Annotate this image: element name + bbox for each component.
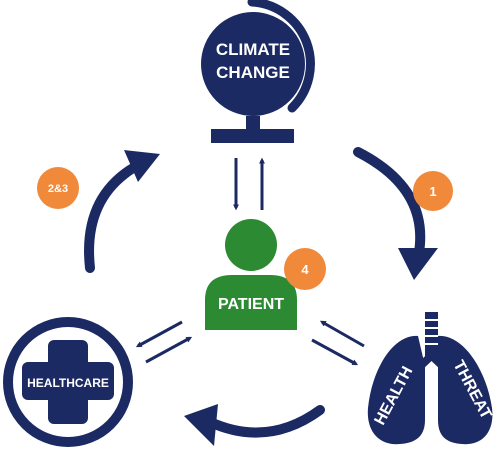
- badge-1-label: 1: [429, 184, 436, 199]
- arrow-to-patient-left: [145, 336, 193, 364]
- badge-4: 4: [284, 248, 326, 290]
- climate-patient-exchange-arrows: [233, 157, 265, 211]
- health-threat-node: HEALTH THREAT: [367, 312, 495, 445]
- person-icon: [205, 219, 297, 330]
- arrow-to-patient-right: [319, 320, 365, 348]
- badge-4-label: 4: [301, 262, 309, 277]
- healthcare-node: HEALTHCARE: [3, 317, 133, 447]
- patient-node: PATIENT: [205, 219, 297, 330]
- healthcare-label: HEALTHCARE: [27, 376, 109, 390]
- badge-2-3: 2&3: [37, 167, 79, 209]
- patient-label: PATIENT: [218, 296, 284, 313]
- climate-label-line2: CHANGE: [216, 63, 290, 82]
- cycle-arrow-right: [353, 147, 438, 280]
- badge-1: 1: [413, 171, 453, 211]
- arrow-to-threat: [311, 338, 359, 366]
- lungs-icon: [367, 312, 493, 445]
- climate-change-node: CLIMATE CHANGE: [201, 0, 315, 143]
- cycle-arrow-bottom: [184, 404, 325, 446]
- patient-threat-exchange-arrows: [311, 320, 365, 366]
- climate-label-line1: CLIMATE: [216, 40, 290, 59]
- globe-icon: [201, 0, 315, 143]
- patient-healthcare-exchange-arrows: [135, 320, 193, 364]
- medical-cross-icon: [22, 340, 114, 424]
- cycle-arrow-left: [84, 150, 160, 273]
- arrow-to-healthcare: [135, 320, 183, 348]
- badge-2-3-label: 2&3: [48, 183, 68, 195]
